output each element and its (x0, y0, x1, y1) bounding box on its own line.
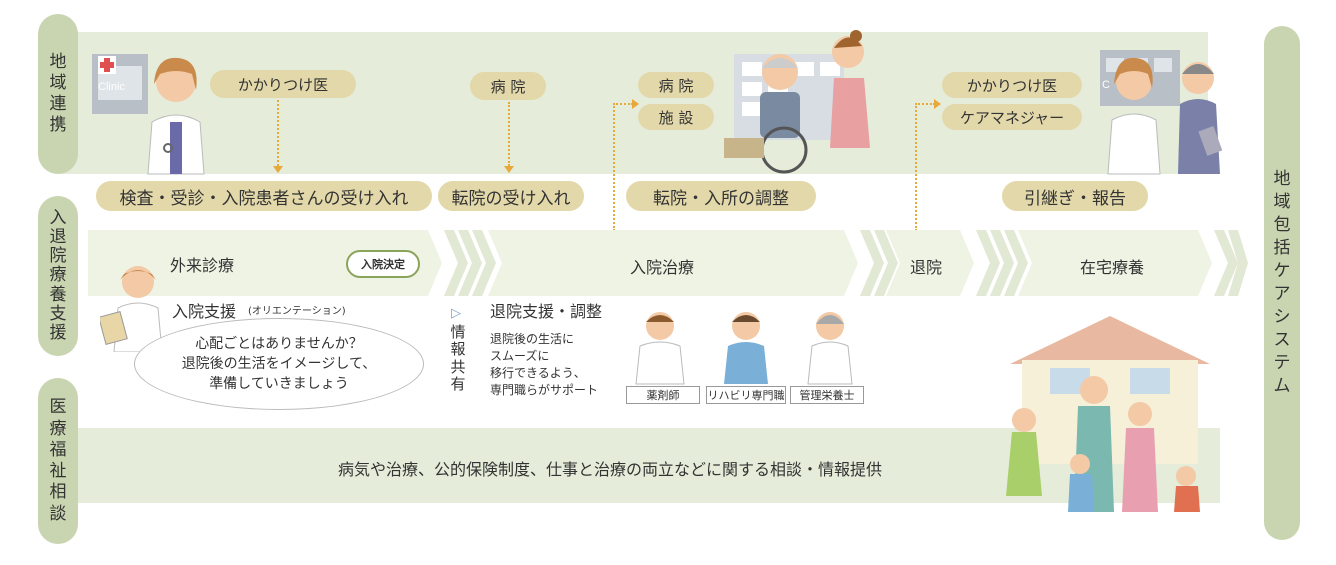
side-tab-community: 地域連携 (38, 14, 78, 174)
pill-hospital2: 病 院 (638, 72, 714, 98)
discharge-support-title: 退院支援・調整 (490, 302, 603, 321)
discharge-support-desc-3: 移行できるよう、 (490, 366, 586, 380)
professionals-illustration (635, 312, 853, 385)
dotted-arrow-3-horiz (613, 103, 633, 105)
pill-coordinate-transfer: 転院・入所の調整 (626, 181, 816, 211)
clinic-sign-text: Clinic (98, 81, 125, 93)
pill-accept-patients: 検査・受診・入院患者さんの受け入れ (96, 181, 432, 211)
arrowhead-2 (504, 166, 514, 173)
arrowhead-3 (632, 99, 639, 109)
pill-hospital-top: 病 院 (470, 72, 546, 100)
admission-support-title: 入院支援 (172, 302, 237, 321)
side-tab-medical-welfare: 医療福祉相談 (38, 378, 78, 544)
flow-chevrons (88, 230, 1248, 296)
role-dietitian: 管理栄養士 (790, 386, 864, 404)
speech-bubble: 心配ごとはありませんか？ 退院後の生活をイメージして、 準備していきましょう (134, 318, 424, 410)
flow-inpatient: 入院治療 (630, 258, 695, 277)
side-tab-admission-support: 入退院療養支援 (38, 196, 78, 356)
pill-facility: 施 設 (638, 104, 714, 130)
dotted-arrow-1 (277, 100, 279, 166)
admission-support-sub: (オリエンテーション) (248, 306, 346, 317)
dotted-arrow-4-vert (915, 103, 917, 231)
flow-discharge: 退院 (910, 258, 943, 277)
dotted-arrow-4-horiz (915, 103, 935, 105)
info-share-arrow: ▷ (451, 306, 461, 321)
dotted-arrow-3-vert (613, 103, 615, 231)
arrowhead-4 (934, 99, 941, 109)
flow-home-care: 在宅療養 (1080, 258, 1145, 277)
side-tab-system-label: 地域包括ケアシステム (1273, 169, 1291, 396)
discharge-support-desc-4: 専門職らがサポート (490, 383, 599, 397)
info-share-label: 情報共有 (450, 323, 466, 393)
pill-family-doctor-right: かかりつけ医 (942, 72, 1082, 98)
nurse-illustration (100, 266, 163, 352)
pill-family-doctor-top: かかりつけ医 (210, 70, 356, 98)
pill-accept-transfer: 転院の受け入れ (438, 181, 584, 211)
stamp-admission-decision: 入院決定 (346, 250, 420, 278)
home-family-illustration (1006, 316, 1210, 512)
arrowhead-1 (273, 166, 283, 173)
role-rehab: リハビリ専門職 (706, 386, 786, 404)
wheelchair-scene-illustration (724, 30, 870, 174)
discharge-support-desc-2: スムーズに (490, 349, 550, 363)
clinic-sign-right-text: C (1102, 79, 1110, 91)
clinic-doctor-patient-illustration: C (1100, 50, 1223, 175)
side-tab-medical-welfare-label: 医療福祉相談 (49, 397, 67, 524)
discharge-support-desc-1: 退院後の生活に (490, 332, 575, 346)
side-tab-system: 地域包括ケアシステム (1264, 26, 1300, 540)
side-tab-community-label: 地域連携 (49, 51, 67, 136)
role-pharmacist: 薬剤師 (626, 386, 700, 404)
flow-outpatient: 外来診療 (170, 256, 235, 275)
dotted-arrow-2 (508, 102, 510, 166)
clinic-doctor-illustration: Clinic (92, 54, 205, 175)
consultation-text: 病気や治療、公的保険制度、仕事と治療の両立などに関する相談・情報提供 (338, 460, 883, 479)
pill-handover: 引継ぎ・報告 (1002, 181, 1148, 211)
side-tab-admission-support-label: 入退院療養支援 (49, 208, 67, 343)
pill-care-manager: ケアマネジャー (942, 104, 1082, 130)
